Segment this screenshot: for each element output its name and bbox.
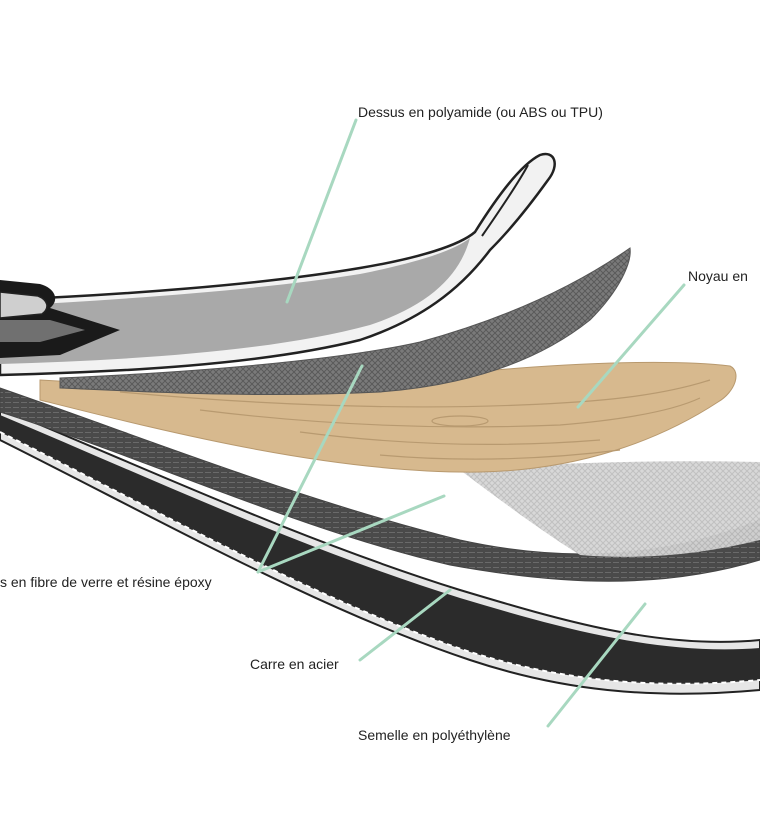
- leader-line-edge: [358, 588, 452, 662]
- label-core: Noyau en: [688, 268, 748, 284]
- label-fiberglass: s en fibre de verre et résine époxy: [0, 574, 212, 590]
- leader-line-fiberglass-a: [256, 364, 364, 574]
- top-sheet-layer: [0, 152, 556, 377]
- leader-line-base: [546, 602, 647, 728]
- label-top-sheet: Dessus en polyamide (ou ABS ou TPU): [358, 104, 603, 120]
- upper-fiberglass-layer: [59, 247, 631, 396]
- leader-line-top-sheet: [285, 118, 358, 304]
- lower-fiberglass-layer: [0, 387, 760, 582]
- label-base: Semelle en polyéthylène: [358, 727, 511, 743]
- leader-lines: [256, 118, 686, 728]
- leader-line-core: [576, 283, 686, 409]
- label-edge: Carre en acier: [250, 656, 339, 672]
- base-layer: [0, 406, 760, 695]
- leader-line-fiberglass-b: [256, 494, 446, 574]
